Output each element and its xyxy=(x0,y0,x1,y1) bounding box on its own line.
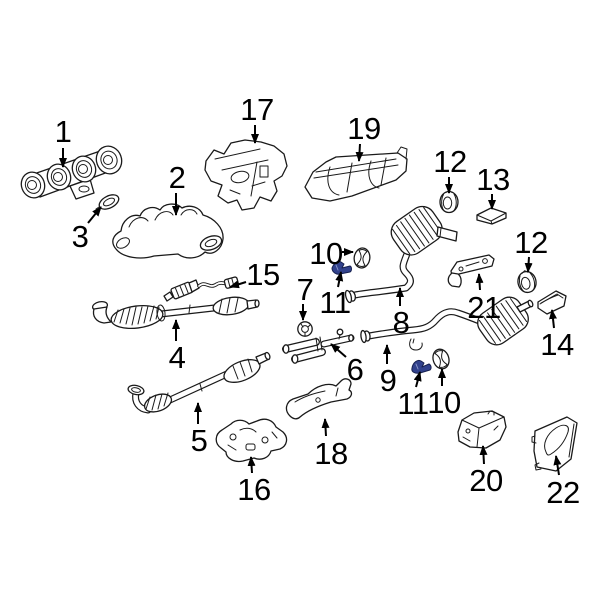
part-12-rubber-mount-right-drawing[interactable] xyxy=(516,269,538,294)
callout-12-right: 12 xyxy=(514,225,548,273)
callout-21: 21 xyxy=(467,273,501,325)
callout-19: 19 xyxy=(347,111,381,162)
part-21-muffler-bracket-drawing[interactable] xyxy=(447,254,495,288)
callout-10-right: 10 xyxy=(427,368,461,420)
callout-9-label[interactable]: 9 xyxy=(380,363,397,398)
part-13-mounting-pad-drawing[interactable] xyxy=(476,207,507,225)
callout-20: 20 xyxy=(469,445,503,498)
callout-16-label[interactable]: 16 xyxy=(237,472,271,507)
callout-14-arrow xyxy=(549,309,557,329)
callout-18-arrow xyxy=(321,418,330,437)
callout-21-label[interactable]: 21 xyxy=(467,290,501,325)
callout-20-arrow xyxy=(479,445,488,465)
callout-15-label[interactable]: 15 xyxy=(246,257,280,292)
callout-10-left: 10 xyxy=(309,236,354,271)
callout-1-label[interactable]: 1 xyxy=(55,114,72,149)
callout-5: 5 xyxy=(191,402,208,458)
callout-14: 14 xyxy=(540,309,574,362)
callout-13-label[interactable]: 13 xyxy=(476,162,510,197)
callout-21-arrow xyxy=(475,273,484,291)
callout-8: 8 xyxy=(393,287,410,340)
callout-18: 18 xyxy=(314,418,348,471)
callout-11-left: 11 xyxy=(319,271,351,320)
callout-18-label[interactable]: 18 xyxy=(314,436,348,471)
callout-4-label[interactable]: 4 xyxy=(169,340,187,375)
part-18-bracket-drawing[interactable] xyxy=(285,378,353,420)
callout-16-arrow xyxy=(247,456,256,474)
callout-11-left-arrow xyxy=(335,271,344,288)
part-10-hanger-insulator-left-drawing[interactable] xyxy=(353,247,371,269)
part-11-clamp-right-highlighted-drawing[interactable] xyxy=(411,359,432,374)
callout-8-label[interactable]: 8 xyxy=(393,305,410,340)
callout-7: 7 xyxy=(297,272,314,321)
part-5-catalytic-converter-pipe-drawing[interactable] xyxy=(127,351,271,415)
callout-2-label[interactable]: 2 xyxy=(169,160,186,195)
callout-11-left-label[interactable]: 11 xyxy=(319,285,351,320)
callout-4: 4 xyxy=(169,319,187,375)
part-17-heat-shield-drawing[interactable] xyxy=(204,139,288,211)
callout-3-label[interactable]: 3 xyxy=(72,219,89,254)
part-22-heat-shield-plate-drawing[interactable] xyxy=(531,416,578,472)
part-8-rear-muffler-left-drawing[interactable] xyxy=(344,201,458,304)
part-12-rubber-mount-top-drawing[interactable] xyxy=(439,190,459,214)
callout-20-label[interactable]: 20 xyxy=(469,463,503,498)
callout-13: 13 xyxy=(476,162,510,210)
part-4-catalytic-converter-pipe-drawing[interactable] xyxy=(91,295,260,331)
callout-22-arrow xyxy=(553,455,562,476)
callout-layer: 1234567891011121312141516171819202122111… xyxy=(55,92,581,510)
part-1-exhaust-manifold-drawing[interactable] xyxy=(18,143,126,202)
callout-15-arrow xyxy=(229,280,247,289)
part-10-hanger-insulator-right-drawing[interactable] xyxy=(430,347,451,371)
callout-12-right-arrow xyxy=(524,256,533,273)
callout-6-label[interactable]: 6 xyxy=(347,352,364,387)
part-7-grommet-drawing[interactable] xyxy=(297,321,313,337)
callout-11-right: 11 xyxy=(397,371,429,421)
part-16-bracket-drawing[interactable] xyxy=(215,418,288,463)
callout-6: 6 xyxy=(330,343,364,387)
callout-9: 9 xyxy=(380,344,397,398)
callout-10-left-label[interactable]: 10 xyxy=(309,236,343,271)
callout-11-right-label[interactable]: 11 xyxy=(397,386,429,421)
callout-3-arrow xyxy=(87,206,102,224)
part-14-bracket-sleeve-drawing[interactable] xyxy=(537,290,567,315)
part-9-rear-muffler-right-drawing[interactable] xyxy=(360,292,534,351)
callout-16: 16 xyxy=(237,456,271,507)
callout-15: 15 xyxy=(229,257,280,292)
callout-11-right-arrow xyxy=(413,371,422,388)
callout-3: 3 xyxy=(72,206,102,254)
callout-22-label[interactable]: 22 xyxy=(546,475,580,510)
callout-12-top-label[interactable]: 12 xyxy=(433,144,467,179)
callout-6-arrow xyxy=(330,343,347,358)
callout-12-top: 12 xyxy=(433,144,467,194)
part-20-mount-bracket-drawing[interactable] xyxy=(457,410,507,449)
callout-19-arrow xyxy=(355,143,364,162)
callout-22: 22 xyxy=(546,455,580,510)
callout-12-right-label[interactable]: 12 xyxy=(514,225,548,260)
part-19-heat-shield-drawing[interactable] xyxy=(304,146,408,202)
callout-5-label[interactable]: 5 xyxy=(191,423,208,458)
callout-14-label[interactable]: 14 xyxy=(540,327,574,362)
part-11-clamp-left-highlighted-drawing[interactable] xyxy=(331,260,352,275)
callout-1: 1 xyxy=(55,114,72,168)
part-2-exhaust-manifold-drawing[interactable] xyxy=(112,203,224,259)
callout-10-right-label[interactable]: 10 xyxy=(427,385,461,420)
callout-2: 2 xyxy=(169,160,186,216)
callout-17-label[interactable]: 17 xyxy=(240,92,274,127)
callout-19-label[interactable]: 19 xyxy=(347,111,381,146)
part-6-center-pipe-drawing[interactable] xyxy=(282,328,355,364)
callout-17: 17 xyxy=(240,92,274,144)
callout-7-label[interactable]: 7 xyxy=(297,272,314,307)
